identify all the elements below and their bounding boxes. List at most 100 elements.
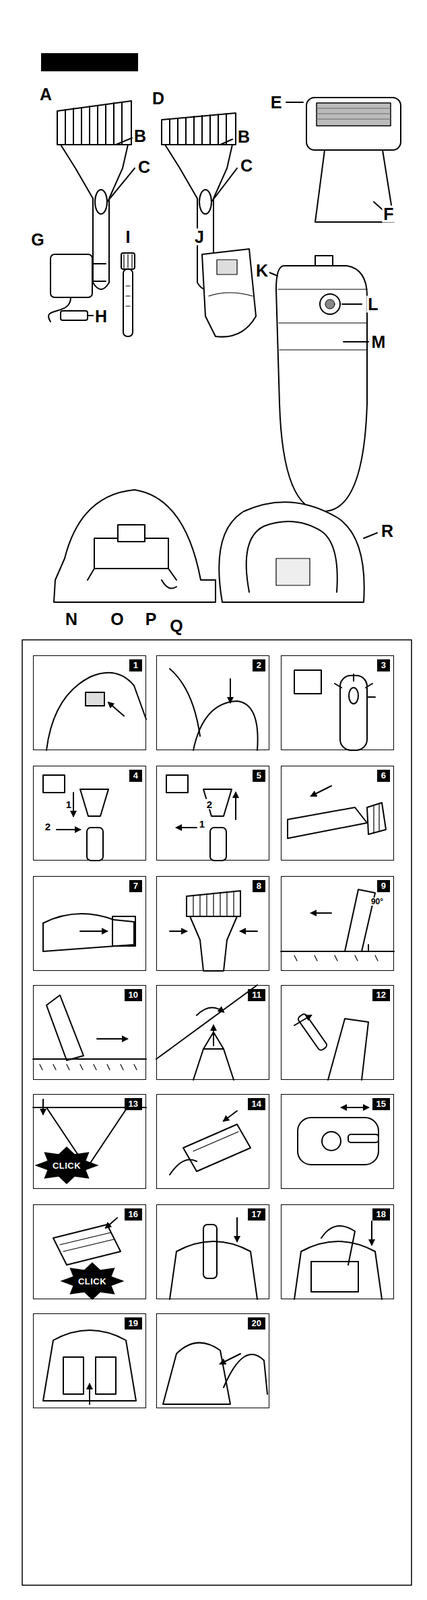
line-art bbox=[321, 1132, 341, 1152]
step-panel: 6 bbox=[280, 766, 394, 862]
line-art bbox=[121, 253, 135, 337]
step-order: 1 bbox=[64, 800, 73, 811]
line-art bbox=[183, 1125, 251, 1173]
line-art bbox=[363, 533, 378, 539]
step-number: 6 bbox=[377, 770, 390, 783]
step-number: 4 bbox=[129, 770, 143, 783]
line-art bbox=[294, 1013, 369, 1081]
part-letter: M bbox=[370, 334, 388, 351]
line-art bbox=[321, 1227, 355, 1267]
line-art bbox=[297, 1013, 328, 1053]
line-art bbox=[94, 538, 169, 570]
line-art bbox=[193, 891, 234, 918]
line-art bbox=[311, 786, 332, 797]
line-art bbox=[269, 272, 369, 343]
line-art bbox=[287, 808, 368, 840]
line-art bbox=[166, 775, 188, 794]
line-art bbox=[87, 569, 177, 589]
line-art bbox=[34, 1147, 99, 1186]
line-art bbox=[297, 1118, 379, 1166]
step-number: 20 bbox=[247, 1318, 266, 1331]
line-art bbox=[107, 138, 135, 203]
line-art bbox=[43, 914, 136, 953]
step-panel: 5 bbox=[156, 766, 270, 862]
line-art bbox=[42, 1100, 44, 1116]
part-letter: G bbox=[29, 231, 46, 249]
line-art bbox=[96, 1039, 128, 1041]
part-letter: D bbox=[150, 90, 166, 108]
step-panel: 2 bbox=[156, 655, 270, 751]
part-letter: N bbox=[63, 611, 79, 629]
line-art bbox=[65, 102, 122, 145]
line-art bbox=[186, 891, 241, 918]
step-number: 14 bbox=[247, 1099, 266, 1112]
line-art bbox=[193, 701, 258, 751]
step-number: 3 bbox=[377, 660, 390, 673]
line-art bbox=[348, 1135, 379, 1144]
step-panel: 3 bbox=[280, 655, 394, 751]
line-art bbox=[223, 1355, 268, 1396]
line-art bbox=[316, 108, 391, 120]
line-art bbox=[46, 996, 84, 1062]
line-art bbox=[169, 931, 187, 933]
step-panel: 9 bbox=[280, 876, 394, 972]
line-art bbox=[196, 1008, 224, 1017]
line-art bbox=[203, 1225, 217, 1280]
line-art bbox=[294, 956, 378, 962]
part-letter: A bbox=[38, 86, 54, 104]
step-order: 2 bbox=[43, 822, 52, 833]
line-art bbox=[276, 559, 310, 586]
line-art bbox=[43, 1331, 137, 1406]
step-number: 7 bbox=[129, 880, 143, 894]
step-panel: 14 bbox=[156, 1095, 270, 1191]
line-art bbox=[50, 254, 93, 298]
line-art bbox=[371, 1222, 373, 1246]
line-art bbox=[319, 294, 341, 315]
step-number: 13 bbox=[124, 1099, 143, 1112]
part-letter: I bbox=[124, 228, 133, 246]
line-art bbox=[80, 790, 109, 817]
line-art bbox=[280, 890, 394, 962]
click-callout: CLICK bbox=[52, 1162, 81, 1172]
line-art bbox=[95, 1358, 116, 1396]
line-art bbox=[53, 490, 216, 603]
step-panel: 18 bbox=[280, 1205, 394, 1301]
line-art bbox=[199, 189, 212, 215]
step-number: 1 bbox=[129, 660, 143, 673]
step-panel: 8 bbox=[156, 876, 270, 972]
step-panel: 19 bbox=[33, 1314, 147, 1410]
line-art bbox=[161, 113, 238, 290]
line-art bbox=[341, 1107, 369, 1110]
line-art bbox=[311, 1262, 359, 1294]
line-art bbox=[169, 1219, 258, 1301]
line-art bbox=[59, 1263, 124, 1302]
angle-label: 90° bbox=[370, 898, 384, 907]
line-art bbox=[235, 793, 237, 821]
line-art bbox=[56, 829, 81, 832]
part-letter: K bbox=[254, 262, 270, 280]
line-art bbox=[53, 490, 216, 603]
click-callout: CLICK bbox=[78, 1278, 107, 1288]
line-art bbox=[341, 1107, 369, 1110]
line-art bbox=[297, 1108, 379, 1166]
line-art bbox=[57, 101, 132, 145]
step-number: 5 bbox=[252, 770, 266, 783]
line-art bbox=[169, 1111, 251, 1176]
line-art bbox=[240, 931, 258, 933]
step-number: 8 bbox=[252, 880, 266, 894]
line-art bbox=[166, 775, 236, 862]
line-art bbox=[33, 996, 147, 1071]
line-art bbox=[287, 786, 386, 840]
line-art bbox=[43, 775, 109, 862]
line-art bbox=[294, 1016, 312, 1027]
line-art bbox=[294, 670, 376, 751]
line-art bbox=[276, 266, 368, 512]
line-art bbox=[327, 1019, 369, 1081]
line-art bbox=[156, 986, 258, 1061]
line-art bbox=[223, 1111, 238, 1123]
line-art bbox=[316, 103, 391, 126]
line-art bbox=[59, 1233, 114, 1253]
part-letter: B bbox=[236, 128, 252, 146]
line-art bbox=[176, 827, 197, 830]
step-number: 9 bbox=[377, 880, 390, 894]
